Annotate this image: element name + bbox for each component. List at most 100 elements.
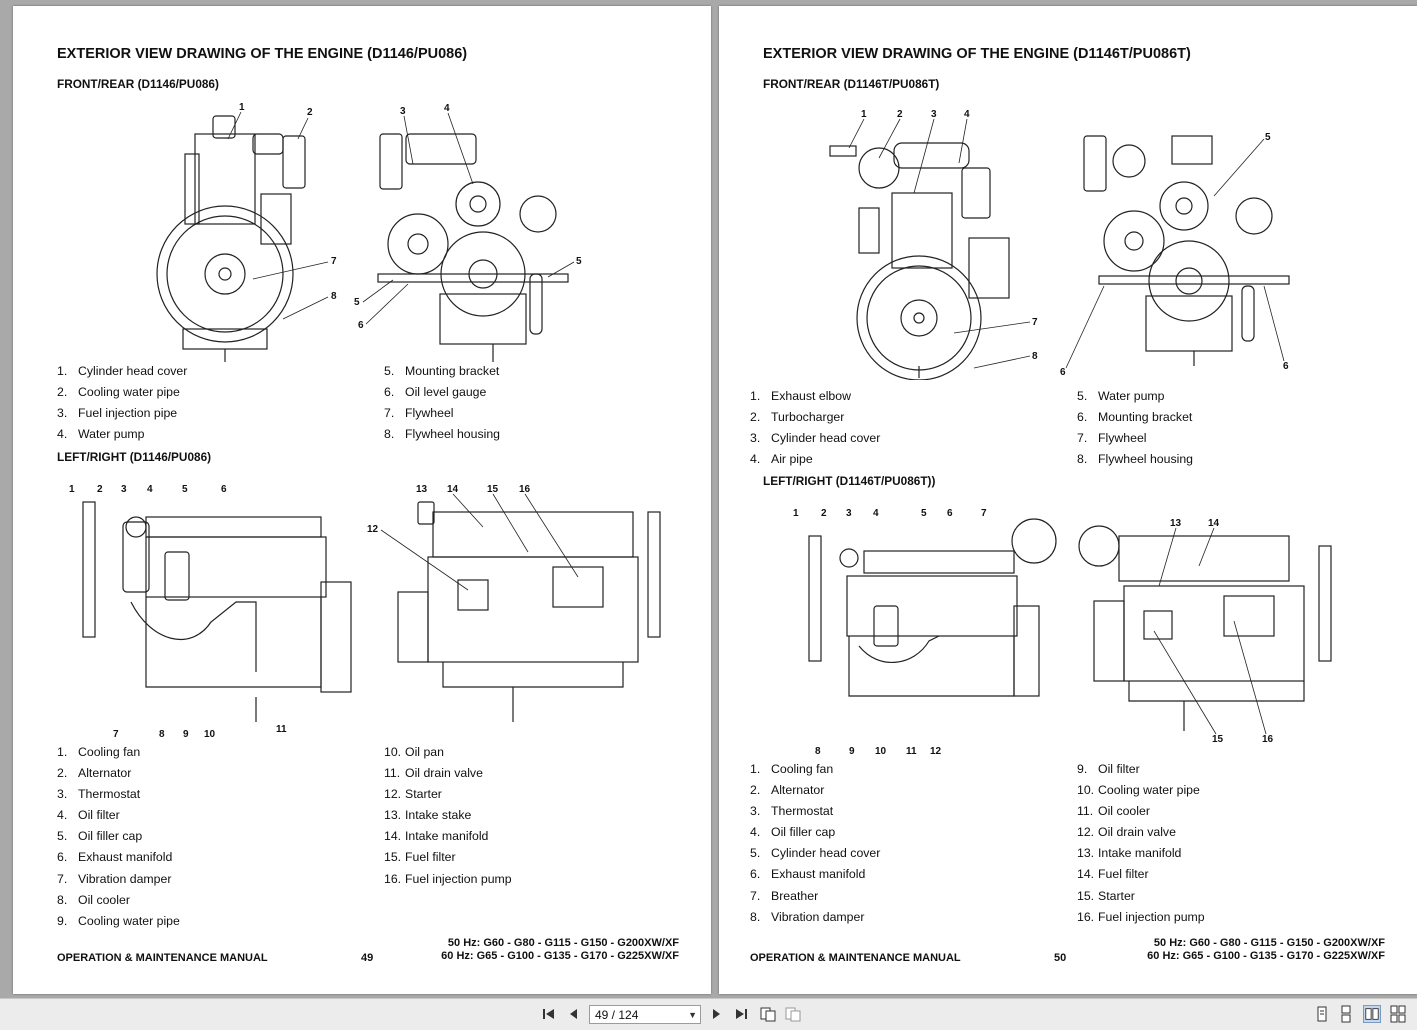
model-list: 50 Hz: G60 - G80 - G115 - G150 - G200XW/… bbox=[1147, 937, 1385, 963]
callout-16: 16 bbox=[519, 484, 531, 495]
legend-item: 8.Flywheel housing bbox=[384, 427, 501, 442]
legend-item: 8.Oil cooler bbox=[57, 892, 130, 907]
front-rear-heading: FRONT/REAR (D1146T/PU086T) bbox=[763, 77, 940, 91]
legend-item: 5.Oil filler cap bbox=[57, 829, 143, 844]
legend-item: 12.Oil drain valve bbox=[1077, 825, 1176, 840]
callout-2: 2 bbox=[821, 508, 827, 519]
callout-4: 4 bbox=[873, 508, 879, 519]
duplicate-button[interactable] bbox=[784, 1005, 802, 1023]
page-title: EXTERIOR VIEW DRAWING OF THE ENGINE (D11… bbox=[763, 46, 1191, 62]
rotate-button[interactable] bbox=[759, 1005, 777, 1023]
legend-item: 13.Intake stake bbox=[384, 808, 472, 823]
legend-item: 1.Cylinder head cover bbox=[57, 364, 188, 378]
callout-5: 5 bbox=[1265, 132, 1271, 143]
legend-item: 6.Mounting bracket bbox=[1077, 410, 1193, 425]
legend-item: 6.Exhaust manifold bbox=[750, 867, 866, 882]
legend-item: 2.Alternator bbox=[57, 766, 132, 781]
legend-item: 14.Fuel filter bbox=[1077, 867, 1149, 882]
callout-10: 10 bbox=[204, 729, 216, 740]
callout-8: 8 bbox=[815, 746, 821, 757]
next-page-icon bbox=[713, 1009, 720, 1019]
callout-9: 9 bbox=[183, 729, 189, 740]
front-rear-legend-col2: 5.Water pump 6.Mounting bracket 7.Flywhe… bbox=[1077, 386, 1193, 470]
legend-item: 13.Intake manifold bbox=[1077, 846, 1182, 861]
legend-item: 8.Vibration damper bbox=[750, 909, 865, 924]
legend-item: 8.Flywheel housing bbox=[1077, 452, 1194, 467]
callout-6: 6 bbox=[947, 508, 953, 519]
callout-6: 6 bbox=[358, 320, 364, 331]
legend-item: 5.Mounting bracket bbox=[384, 364, 500, 378]
next-page-button[interactable] bbox=[707, 1005, 725, 1023]
callout-8: 8 bbox=[159, 729, 165, 740]
legend-item: 3.Fuel injection pipe bbox=[57, 406, 178, 421]
left-right-legend-col1: 1.Cooling fan 2.Alternator 3.Thermostat … bbox=[57, 742, 180, 932]
page-number: 50 bbox=[1054, 952, 1067, 964]
legend-item: 7.Flywheel bbox=[1077, 431, 1147, 446]
legend-item: 7.Breather bbox=[750, 888, 819, 903]
callout-15: 15 bbox=[1212, 734, 1224, 745]
callout-2: 2 bbox=[897, 109, 903, 120]
callout-9: 9 bbox=[849, 746, 855, 757]
legend-item: 1.Cooling fan bbox=[57, 745, 141, 759]
legend-item: 3.Thermostat bbox=[57, 787, 141, 802]
legend-item: 12.Starter bbox=[384, 787, 442, 802]
page-title: EXTERIOR VIEW DRAWING OF THE ENGINE (D11… bbox=[57, 46, 468, 62]
front-view-drawing: 1 2 7 8 bbox=[156, 102, 337, 362]
left-right-heading: LEFT/RIGHT (D1146T/PU086T)) bbox=[763, 474, 936, 488]
callout-3: 3 bbox=[121, 484, 127, 495]
callout-7: 7 bbox=[1032, 317, 1038, 328]
previous-page-icon bbox=[570, 1009, 577, 1019]
model-list: 50 Hz: G60 - G80 - G115 - G150 - G200XW/… bbox=[441, 937, 679, 963]
continuous-view-button[interactable] bbox=[1337, 1005, 1355, 1023]
legend-item: 2.Alternator bbox=[750, 783, 825, 798]
callout-7: 7 bbox=[331, 256, 337, 267]
legend-item: 11.Oil drain valve bbox=[384, 766, 483, 781]
chevron-down-icon: ▼ bbox=[688, 1010, 697, 1020]
first-page-button[interactable] bbox=[540, 1005, 558, 1023]
callout-14: 14 bbox=[1208, 518, 1220, 529]
two-page-continuous-view-icon bbox=[1390, 1005, 1406, 1023]
callout-1: 1 bbox=[239, 102, 245, 113]
single-page-view-icon bbox=[1317, 1006, 1327, 1022]
legend-item: 3.Cylinder head cover bbox=[750, 431, 881, 446]
legend-item: 9.Oil filter bbox=[1077, 762, 1140, 776]
previous-page-button[interactable] bbox=[565, 1005, 583, 1023]
legend-item: 4.Air pipe bbox=[750, 452, 813, 467]
single-page-view-button[interactable] bbox=[1313, 1005, 1331, 1023]
front-rear-legend-col1: 1.Exhaust elbow 2.Turbocharger 3.Cylinde… bbox=[750, 386, 880, 470]
callout-12: 12 bbox=[930, 746, 942, 757]
duplicate-icon bbox=[785, 1007, 801, 1022]
legend-item: 7.Vibration damper bbox=[57, 871, 172, 886]
legend-item: 10.Cooling water pipe bbox=[1077, 783, 1200, 798]
callout-5-right: 5 bbox=[576, 256, 582, 267]
two-page-continuous-view-button[interactable] bbox=[1389, 1005, 1407, 1023]
left-side-drawing: 1 2 3 4 5 6 7 8 9 10 11 12 bbox=[793, 508, 1057, 757]
two-page-view-button[interactable] bbox=[1363, 1005, 1381, 1023]
last-page-button[interactable] bbox=[732, 1005, 750, 1023]
legend-item: 4.Oil filter bbox=[57, 808, 120, 823]
callout-3: 3 bbox=[846, 508, 852, 519]
callout-6-right: 6 bbox=[1283, 361, 1289, 372]
callout-4: 4 bbox=[964, 109, 970, 120]
callout-1: 1 bbox=[793, 508, 799, 519]
legend-item: 10.Oil pan bbox=[384, 745, 444, 759]
first-page-icon bbox=[543, 1009, 554, 1019]
legend-item: 11.Oil cooler bbox=[1077, 804, 1150, 819]
callout-8: 8 bbox=[1032, 351, 1038, 362]
models-50hz: 50 Hz: G60 - G80 - G115 - G150 - G200XW/… bbox=[447, 937, 679, 949]
left-side-drawing: 1 2 3 4 5 6 7 8 9 10 11 bbox=[69, 484, 352, 740]
legend-item: 9.Cooling water pipe bbox=[57, 913, 180, 928]
callout-11: 11 bbox=[276, 724, 287, 735]
legend-item: 1.Exhaust elbow bbox=[750, 389, 851, 403]
continuous-view-icon bbox=[1341, 1005, 1351, 1023]
callout-12: 12 bbox=[367, 524, 379, 535]
callout-6: 6 bbox=[221, 484, 227, 495]
callout-1: 1 bbox=[69, 484, 75, 495]
legend-item: 5.Cylinder head cover bbox=[750, 846, 881, 861]
legend-item: 5.Water pump bbox=[1077, 389, 1165, 403]
page-indicator: 49 / 124 bbox=[595, 1008, 639, 1022]
callout-4: 4 bbox=[444, 103, 450, 114]
page-number-select[interactable]: 49 / 124 ▼ bbox=[589, 1005, 701, 1024]
callout-7: 7 bbox=[981, 508, 987, 519]
callout-3: 3 bbox=[400, 106, 406, 117]
